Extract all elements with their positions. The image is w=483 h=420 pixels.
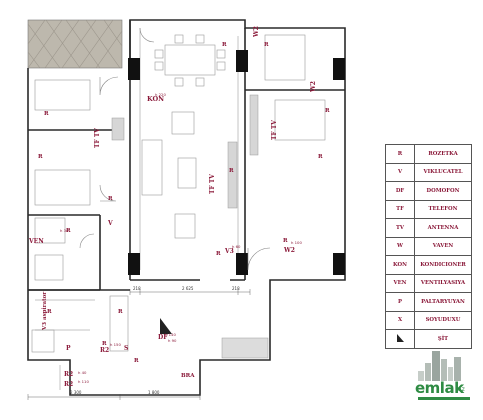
- legend-label: VIKLUCATEL: [414, 162, 472, 182]
- ven-mark: VEN: [28, 238, 44, 245]
- doors: [79, 27, 271, 271]
- r-mark: R: [66, 228, 71, 234]
- legend-code: VEN: [385, 273, 415, 293]
- legend-code: W: [385, 236, 415, 256]
- height-note: h 90: [168, 338, 177, 343]
- height-note: h 40: [78, 370, 87, 375]
- r-mark: R: [318, 154, 323, 160]
- height-note: h 220: [155, 92, 166, 97]
- dim-b: 2 625: [182, 286, 194, 291]
- height-note: h 100: [291, 240, 302, 245]
- v3-aspirator: V3 aspirator: [42, 292, 48, 331]
- height-note: h 140: [165, 332, 176, 337]
- furniture: [31, 34, 326, 359]
- v3-mark: V3: [224, 248, 234, 255]
- balcony-tiles: [27, 19, 123, 69]
- height-notes: h 220 h 30 h 60 h 100 h 140 h 90 h 150 h…: [60, 92, 302, 384]
- legend-code: X: [385, 310, 415, 330]
- height-note: h 30: [60, 228, 69, 233]
- r2-lower: R2: [64, 381, 73, 388]
- legend-label: SOYUDUXU: [414, 310, 472, 330]
- logo-tld: .az: [456, 386, 465, 393]
- legend-code: DF: [385, 181, 415, 201]
- s-mark: S: [124, 345, 128, 352]
- legend-label: VENTILYASIYA: [414, 273, 472, 293]
- r-mark: R: [134, 358, 139, 364]
- r-mark: R: [283, 238, 288, 244]
- w2-mid: W2: [253, 26, 260, 38]
- legend-label: KONDICIONER: [414, 255, 472, 275]
- dim-c: 218: [232, 286, 240, 291]
- r-mark: R: [108, 196, 113, 202]
- walls: [27, 19, 346, 396]
- w2-top: W2: [310, 81, 317, 93]
- df-mark: DF: [158, 334, 168, 341]
- legend-row: ŞİT: [385, 329, 472, 349]
- legend-label: DOMOFON: [414, 181, 472, 201]
- legend-label: TELEFON: [414, 199, 472, 219]
- legend-code: KON: [385, 255, 415, 275]
- dim-d: 2 300: [70, 390, 82, 395]
- height-note: h 150: [110, 342, 121, 347]
- legend-label: ROZETKA: [414, 144, 472, 164]
- r-mark: R: [325, 108, 330, 114]
- r-mark: R: [229, 168, 234, 174]
- legend-label: VAVEN: [414, 236, 472, 256]
- legend-code: R: [385, 144, 415, 164]
- r2-kitchen: R2: [100, 347, 109, 354]
- tf-tv-left: TF TV: [94, 128, 101, 148]
- legend-code: P: [385, 292, 415, 312]
- panel-shield-icon: [160, 318, 172, 334]
- legend-label: ANTENNA: [414, 218, 472, 238]
- electrical-marks: KON VEN BRA TF TV TF TV TF TV W2 W2 W2 V…: [28, 26, 317, 388]
- w2-bottom: W2: [283, 247, 295, 254]
- height-note: h 110: [78, 379, 89, 384]
- legend-code: V: [385, 162, 415, 182]
- logo-underline: [418, 397, 470, 400]
- legend-label: ŞİT: [414, 329, 472, 349]
- height-note: h 60: [232, 244, 241, 249]
- legend-code: TV: [385, 218, 415, 238]
- r-mark: R: [118, 309, 123, 315]
- dim-e: 1 800: [148, 390, 160, 395]
- dim-a: 218: [133, 286, 141, 291]
- r-mark: R: [47, 309, 52, 315]
- columns: [128, 50, 345, 275]
- legend-code: TF: [385, 199, 415, 219]
- r-mark: R: [216, 251, 221, 257]
- kon-mark: KON: [147, 95, 164, 103]
- bra-mark: BRA: [181, 373, 195, 379]
- r-mark: R: [222, 42, 227, 48]
- r2-bottom: R2: [64, 371, 73, 378]
- emlak-logo: [418, 351, 461, 381]
- rozetka-marks: R R R R R R R R R R R R R R R: [38, 42, 330, 364]
- logo-wordmark: emlak: [415, 379, 464, 397]
- panel-shield-icon: [397, 333, 404, 342]
- tf-tv-center: TF TV: [209, 174, 216, 194]
- p-mark: P: [66, 345, 71, 352]
- v-left: V: [107, 220, 113, 227]
- r-mark: R: [102, 341, 107, 347]
- r-mark: R: [264, 42, 269, 48]
- tf-tv-right: TF TV: [271, 120, 278, 140]
- dimension-lines: [27, 289, 251, 400]
- legend-label: PALTARYUYAN: [414, 292, 472, 312]
- r-mark: R: [44, 111, 49, 117]
- r-mark: R: [38, 154, 43, 160]
